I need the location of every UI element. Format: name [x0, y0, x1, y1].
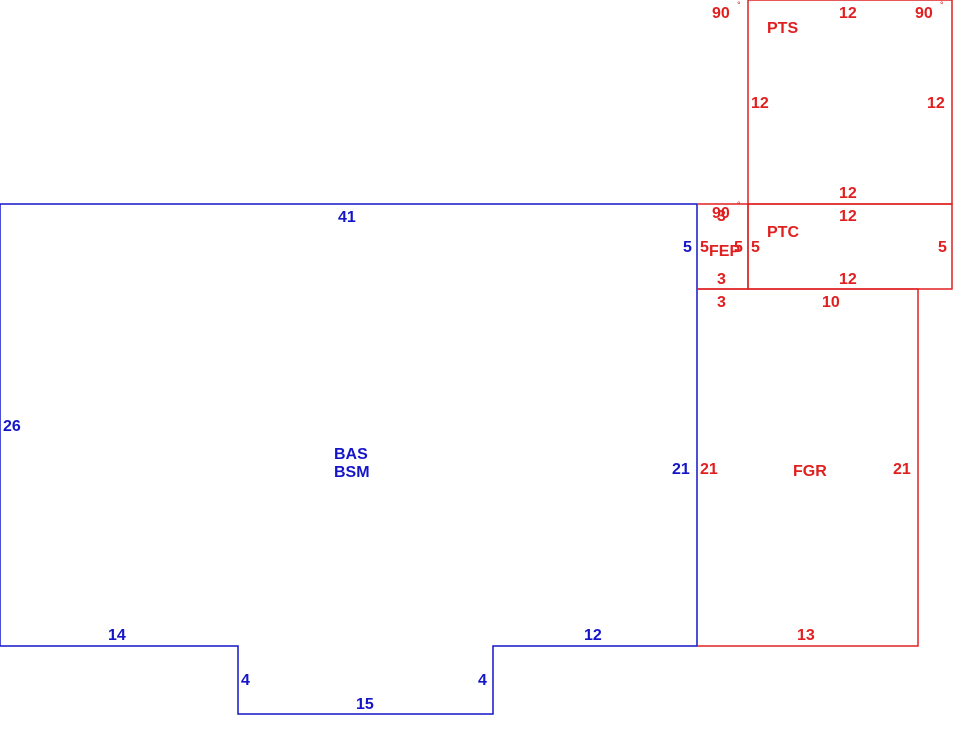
fgr-jog-dim: 3 [717, 294, 726, 311]
fep-right-dim: 5 [734, 239, 743, 256]
bas-left-dim: 26 [3, 418, 21, 435]
area-label-pts: PTS [767, 20, 798, 37]
area-label-fep: FEP [709, 243, 740, 260]
fep-left-dim: 5 [700, 239, 709, 256]
area-label-ptc: PTC [767, 224, 799, 241]
ptc-bottom-dim: 12 [839, 271, 857, 288]
ptc-top-dim: 12 [839, 208, 857, 225]
fep-top-dim: 3 [717, 208, 726, 225]
pts-top-dim: 12 [839, 5, 857, 22]
area-label-bas: BAS [334, 446, 368, 463]
area-label-fgr: FGR [793, 463, 827, 480]
fep-bottom-dim: 3 [717, 271, 726, 288]
pts-outline [747, 0, 953, 205]
fgr-right-dim: 21 [893, 461, 911, 478]
bas-fep-side-dim: 5 [683, 239, 692, 256]
pts-bottom-dim: 12 [839, 185, 857, 202]
pts-right-dim: 12 [927, 95, 945, 112]
pts-left-dim: 12 [751, 95, 769, 112]
bas-notch-right-dim: 4 [478, 672, 487, 689]
pts-angle-right-degree: ° [940, 0, 944, 10]
bas-bottom-right-dim: 12 [584, 627, 602, 644]
bas-bottom-left-dim: 14 [108, 627, 126, 644]
bas-top-dim: 41 [338, 209, 356, 226]
fep-angle-degree: ° [737, 200, 741, 210]
bas-right-dim: 21 [672, 461, 690, 478]
ptc-right-dim: 5 [938, 239, 947, 256]
fep-angle: 90 [712, 205, 730, 222]
bas-notch-left-dim: 4 [241, 672, 250, 689]
fgr-bottom-dim: 13 [797, 627, 815, 644]
fgr-left-dim: 21 [700, 461, 718, 478]
pts-angle-left-degree: ° [737, 0, 741, 10]
bas-outline [0, 203, 698, 715]
pts-angle-right: 90 [915, 5, 933, 22]
fgr-top-dim: 10 [822, 294, 840, 311]
ptc-left-dim: 5 [751, 239, 760, 256]
bas-notch-bottom-dim: 15 [356, 696, 374, 713]
area-label-bsm: BSM [334, 464, 370, 481]
pts-angle-left: 90 [712, 5, 730, 22]
